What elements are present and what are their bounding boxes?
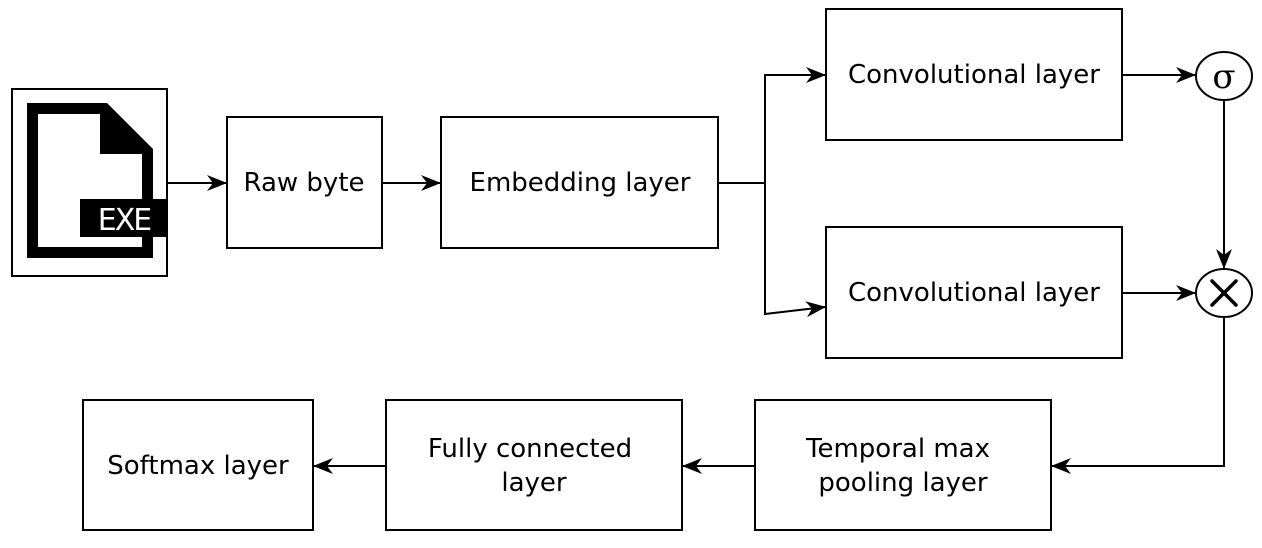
sigma-icon: σ	[1212, 57, 1235, 97]
node-softmax: Softmax layer	[82, 399, 314, 531]
node-fully-connected-line2: layer	[501, 468, 567, 498]
node-multiply	[1195, 268, 1253, 318]
edge-multiply-to-temporal-pooling	[1051, 317, 1225, 474]
node-raw-byte-label: Raw byte	[243, 168, 364, 198]
node-embedding-layer-label: Embedding layer	[470, 168, 691, 198]
node-fully-connected-line1: Fully connected	[428, 434, 632, 464]
edge-embedding-to-conv-top	[718, 67, 826, 184]
node-softmax-label: Softmax layer	[107, 451, 289, 481]
exe-badge	[80, 199, 168, 237]
node-conv-top-label: Convolutional layer	[848, 60, 1100, 90]
node-temporal-max-pooling-line1: Temporal max	[805, 434, 990, 464]
multiply-icon	[1210, 279, 1238, 307]
node-fully-connected: Fully connected layer	[385, 399, 683, 531]
node-conv-top: Convolutional layer	[825, 8, 1123, 141]
exe-badge-text: EXE	[98, 203, 152, 238]
node-raw-byte: Raw byte	[226, 116, 383, 249]
edge-embedding-to-conv-bottom	[764, 183, 826, 318]
exe-file-icon: EXE	[11, 88, 168, 277]
node-embedding-layer: Embedding layer	[440, 116, 719, 249]
node-temporal-max-pooling-line2: pooling layer	[818, 468, 988, 498]
node-conv-bottom-label: Convolutional layer	[848, 278, 1100, 308]
node-conv-bottom: Convolutional layer	[825, 226, 1123, 359]
node-temporal-max-pooling: Temporal max pooling layer	[754, 399, 1052, 531]
node-sigma: σ	[1195, 51, 1253, 101]
